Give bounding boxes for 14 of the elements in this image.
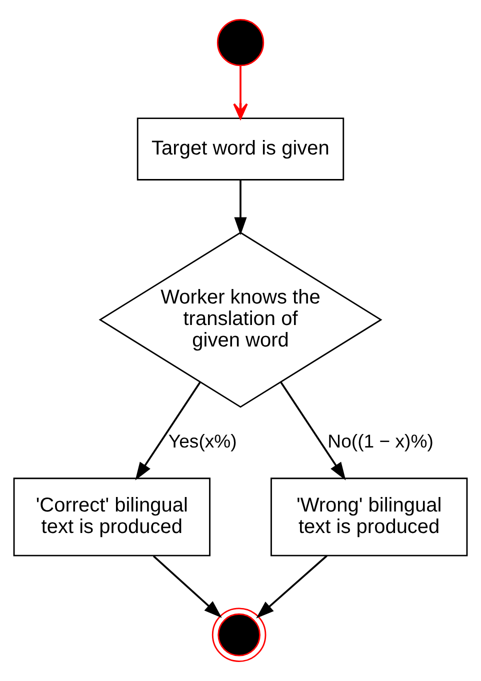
node-box: Target word is given (136, 118, 344, 180)
arrow (234, 180, 247, 236)
node-box: 'Wrong' bilingual text is produced (270, 478, 468, 556)
arrow (256, 555, 328, 618)
edge-label: Yes(x%) (168, 430, 237, 452)
arrow (135, 382, 201, 480)
arrow (152, 555, 222, 618)
node-circle (216, 19, 264, 66)
edge-label: No((1 − x)%) (328, 430, 434, 452)
node-diamond: Worker knows the translation of given word (98, 232, 382, 408)
node-circle (212, 608, 266, 662)
arrow (280, 382, 346, 480)
arrow (233, 65, 248, 120)
node-box: 'Correct' bilingual text is produced (13, 478, 210, 556)
